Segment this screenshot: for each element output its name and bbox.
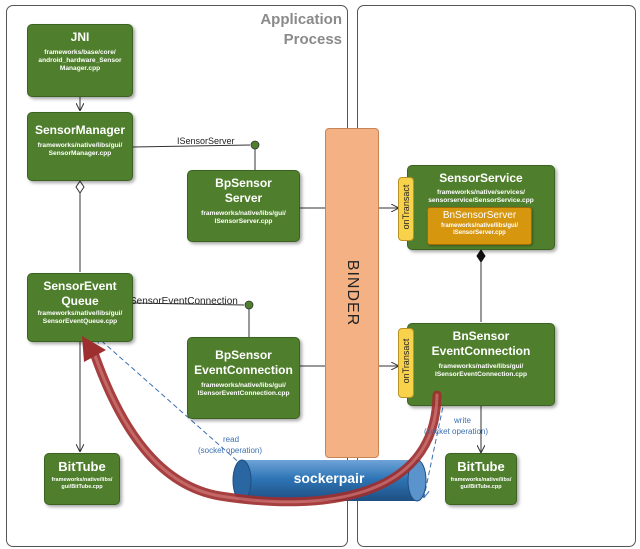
- isensoreventconnection-label: SensorEventConnection: [130, 296, 238, 307]
- bp-sensor-event-connection-node: BpSensor EventConnection frameworks/nati…: [187, 337, 300, 419]
- read-label: read: [223, 435, 240, 444]
- socketpair-pipe: [232, 459, 427, 502]
- on-transact-connection-tab: [398, 328, 414, 398]
- read-sub-label: (socket operation): [198, 446, 263, 455]
- socketpair-label: sockerpair: [293, 470, 365, 486]
- sensor-manager-node: SensorManager frameworks/native/libs/gui…: [27, 112, 133, 181]
- bn-sensor-server-node: BnSensorServer frameworks/native/libs/gu…: [427, 207, 532, 245]
- isensorserver-label: ISensorServer: [177, 136, 235, 146]
- application-process-label: Application Process: [260, 11, 342, 48]
- jni-node: JNI frameworks/base/core/ android_hardwa…: [27, 24, 133, 97]
- bittube-right-node: BitTube frameworks/native/libs/ gui/BitT…: [445, 453, 517, 505]
- write-sub-label: (socket operation): [424, 427, 489, 436]
- sensor-event-queue-node: SensorEvent Queue frameworks/native/libs…: [27, 273, 133, 342]
- data-flow-arrowhead: [82, 336, 106, 362]
- on-transact-server-tab: [398, 177, 414, 241]
- bn-sensor-event-connection-node: BnSensor EventConnection frameworks/nati…: [407, 323, 555, 406]
- bittube-left-node: BitTube frameworks/native/libs/ gui/BitT…: [44, 453, 120, 505]
- bp-sensor-server-node: BpSensor Server frameworks/native/libs/g…: [187, 170, 300, 242]
- binder-bar: [325, 128, 379, 458]
- write-label: write: [454, 416, 471, 425]
